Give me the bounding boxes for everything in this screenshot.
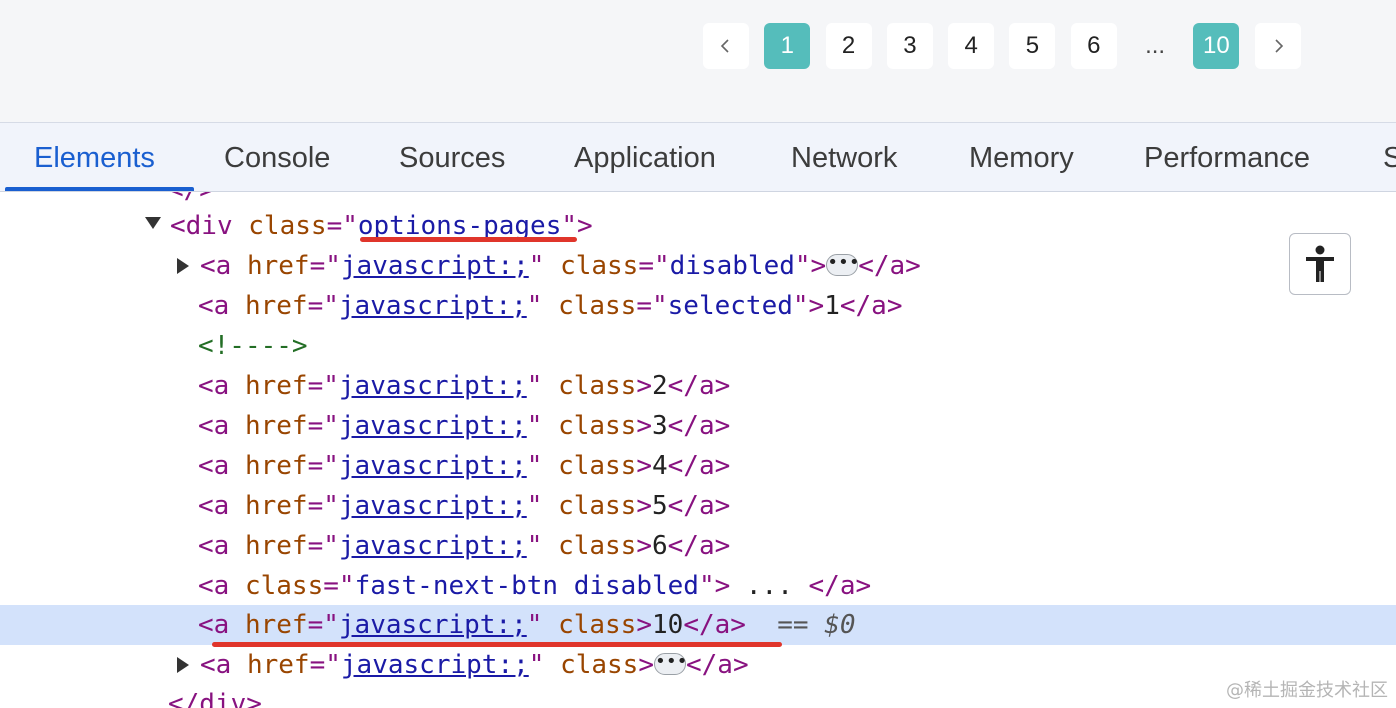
href-link[interactable]: javascript:; [338, 491, 527, 521]
page-button-5[interactable]: 5 [1009, 23, 1056, 69]
tree-line-a-2[interactable]: <a href="javascript:;" class>2</a> [198, 371, 731, 401]
page-button-3[interactable]: 3 [886, 23, 933, 69]
next-page-button[interactable] [1254, 23, 1301, 69]
chevron-right-icon [1275, 39, 1283, 53]
page-button-2[interactable]: 2 [825, 23, 872, 69]
pagination-ellipsis[interactable]: ... [1145, 32, 1166, 59]
chevron-left-icon [720, 39, 729, 53]
href-link[interactable]: javascript:; [338, 291, 527, 321]
href-link[interactable]: javascript:; [338, 610, 527, 640]
tree-line-a-selected[interactable]: <a href="javascript:;" class="selected">… [198, 291, 903, 321]
tree-line-partial: </> [0, 192, 1396, 210]
active-tab-indicator [5, 187, 194, 191]
watermark: @稀土掘金技术社区 [1226, 680, 1388, 701]
tree-line-div-close[interactable]: </div> [168, 689, 262, 708]
annotation-underline-options-pages [360, 237, 577, 242]
href-link[interactable]: javascript:; [340, 650, 529, 680]
tree-line-a-10-selected[interactable]: <a href="javascript:;" class>10</a> == $… [0, 605, 1396, 645]
tab-sources[interactable]: Sources [399, 142, 506, 174]
tab-application[interactable]: Application [574, 142, 716, 174]
tree-line-a-6[interactable]: <a href="javascript:;" class>6</a> [198, 531, 731, 561]
tab-overflow-s[interactable]: S [1383, 123, 1396, 191]
href-link[interactable]: javascript:; [338, 371, 527, 401]
tab-performance[interactable]: Performance [1144, 142, 1311, 174]
div-class-attr: class [248, 211, 327, 241]
devtools-tab-bar: Elements Console Sources Application Net… [0, 122, 1396, 192]
div-open-tag: <div [170, 211, 233, 241]
accessibility-tree-button[interactable] [1289, 233, 1351, 295]
elements-tree: </> <div class="options-pages"> <a href=… [0, 192, 1396, 708]
page-button-last[interactable]: 10 [1193, 23, 1240, 69]
tree-line-comment[interactable]: <!----> [198, 331, 308, 361]
tree-line-a-4[interactable]: <a href="javascript:;" class>4</a> [198, 451, 731, 481]
tree-line-a-disabled[interactable]: <a href="javascript:;" class="disabled">… [0, 246, 1396, 286]
tab-console[interactable]: Console [224, 142, 331, 174]
tab-network[interactable]: Network [791, 142, 898, 174]
page-button-1[interactable]: 1 [764, 23, 811, 69]
page-button-6[interactable]: 6 [1070, 23, 1117, 69]
accessibility-person-icon [1306, 245, 1334, 282]
tab-elements[interactable]: Elements [34, 142, 155, 174]
tree-line-a-5[interactable]: <a href="javascript:;" class>5</a> [198, 491, 731, 521]
collapse-triangle-icon[interactable] [177, 258, 189, 274]
page-area: 1 2 3 4 5 6 ... 10 [0, 0, 1396, 122]
tree-line-a-fast-next[interactable]: <a class="fast-next-btn disabled"> ... <… [198, 571, 872, 601]
tab-memory[interactable]: Memory [969, 142, 1074, 174]
console-ref-badge: == $0 [777, 610, 856, 640]
href-link[interactable]: javascript:; [340, 251, 529, 281]
div-class-value: options-pages [357, 211, 562, 241]
tree-line-a-3[interactable]: <a href="javascript:;" class>3</a> [198, 411, 731, 441]
collapsed-content-ellipsis[interactable]: ••• [654, 652, 688, 675]
page-button-4[interactable]: 4 [948, 23, 995, 69]
href-link[interactable]: javascript:; [338, 411, 527, 441]
tree-line-a-next-collapsed[interactable]: <a href="javascript:;" class>•••</a> [0, 645, 1396, 685]
pagination: 1 2 3 4 5 6 ... 10 [703, 23, 1316, 69]
collapse-triangle-icon[interactable] [177, 657, 189, 673]
annotation-underline-selected-anchor [212, 642, 782, 647]
href-link[interactable]: javascript:; [338, 451, 527, 481]
href-link[interactable]: javascript:; [338, 531, 527, 561]
expand-triangle-icon[interactable] [145, 217, 161, 229]
tree-line-div-open[interactable]: <div class="options-pages"> [0, 206, 1396, 246]
collapsed-content-ellipsis[interactable]: ••• [826, 253, 860, 276]
prev-page-button[interactable] [703, 23, 749, 69]
